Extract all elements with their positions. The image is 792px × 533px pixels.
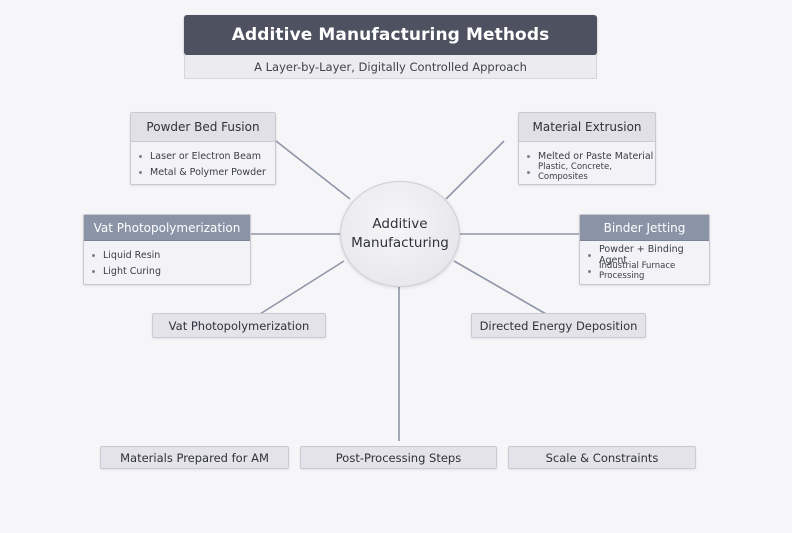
bullet-icon xyxy=(588,269,591,273)
pill-scale-constraints[interactable]: Scale & Constraints xyxy=(508,446,696,469)
diagram-subtitle: A Layer-by-Layer, Digitally Controlled A… xyxy=(254,59,527,74)
bullet-icon xyxy=(139,170,142,174)
list-item: Light Curing xyxy=(92,263,250,279)
hub-label-line2: Manufacturing xyxy=(351,235,449,251)
list-item: Liquid Resin xyxy=(92,247,250,263)
title-bar: Additive Manufacturing Methods xyxy=(184,15,597,55)
list-item: Industrial Furnace Processing xyxy=(588,261,709,281)
connector-vat-pill xyxy=(259,260,345,315)
card-title: Material Extrusion xyxy=(519,113,655,142)
subtitle-bar: A Layer-by-Layer, Digitally Controlled A… xyxy=(184,55,597,79)
bullet-icon xyxy=(92,269,95,273)
connector-directed-energy xyxy=(453,260,547,315)
list-item: Powder + Binding Agent xyxy=(588,244,709,266)
pill-vat-photopolymerization[interactable]: Vat Photopolymerization xyxy=(152,313,326,338)
bullet-icon xyxy=(92,253,95,257)
connector-material-extrusion xyxy=(445,140,505,200)
list-item: Plastic, Concrete, Composites xyxy=(527,162,655,182)
connector-powder-bed-fusion xyxy=(275,140,351,200)
diagram-title: Additive Manufacturing Methods xyxy=(231,25,550,45)
bullet-icon xyxy=(588,253,591,257)
hub-label-line1: Additive xyxy=(372,216,428,232)
list-item: Melted or Paste Material xyxy=(527,148,655,164)
bullet-icon xyxy=(527,170,530,174)
bullet-icon xyxy=(139,154,142,158)
card-powder-bed-fusion[interactable]: Powder Bed Fusion Laser or Electron Beam… xyxy=(130,112,276,185)
card-binder-jetting[interactable]: Binder Jetting Powder + Binding Agent In… xyxy=(579,214,710,285)
pill-directed-energy-deposition[interactable]: Directed Energy Deposition xyxy=(471,313,646,338)
pill-post-processing[interactable]: Post-Processing Steps xyxy=(300,446,497,469)
list-item: Laser or Electron Beam xyxy=(139,148,275,164)
list-item: Metal & Polymer Powder xyxy=(139,164,275,180)
card-vat-photopolymerization[interactable]: Vat Photopolymerization Liquid Resin Lig… xyxy=(83,214,251,285)
card-title: Binder Jetting xyxy=(580,215,709,241)
central-hub[interactable]: Additive Manufacturing xyxy=(340,181,460,287)
bullet-icon xyxy=(527,154,530,158)
card-title: Powder Bed Fusion xyxy=(131,113,275,142)
card-material-extrusion[interactable]: Material Extrusion Melted or Paste Mater… xyxy=(518,112,656,185)
card-title: Vat Photopolymerization xyxy=(84,215,250,241)
pill-materials-prepared[interactable]: Materials Prepared for AM xyxy=(100,446,289,469)
